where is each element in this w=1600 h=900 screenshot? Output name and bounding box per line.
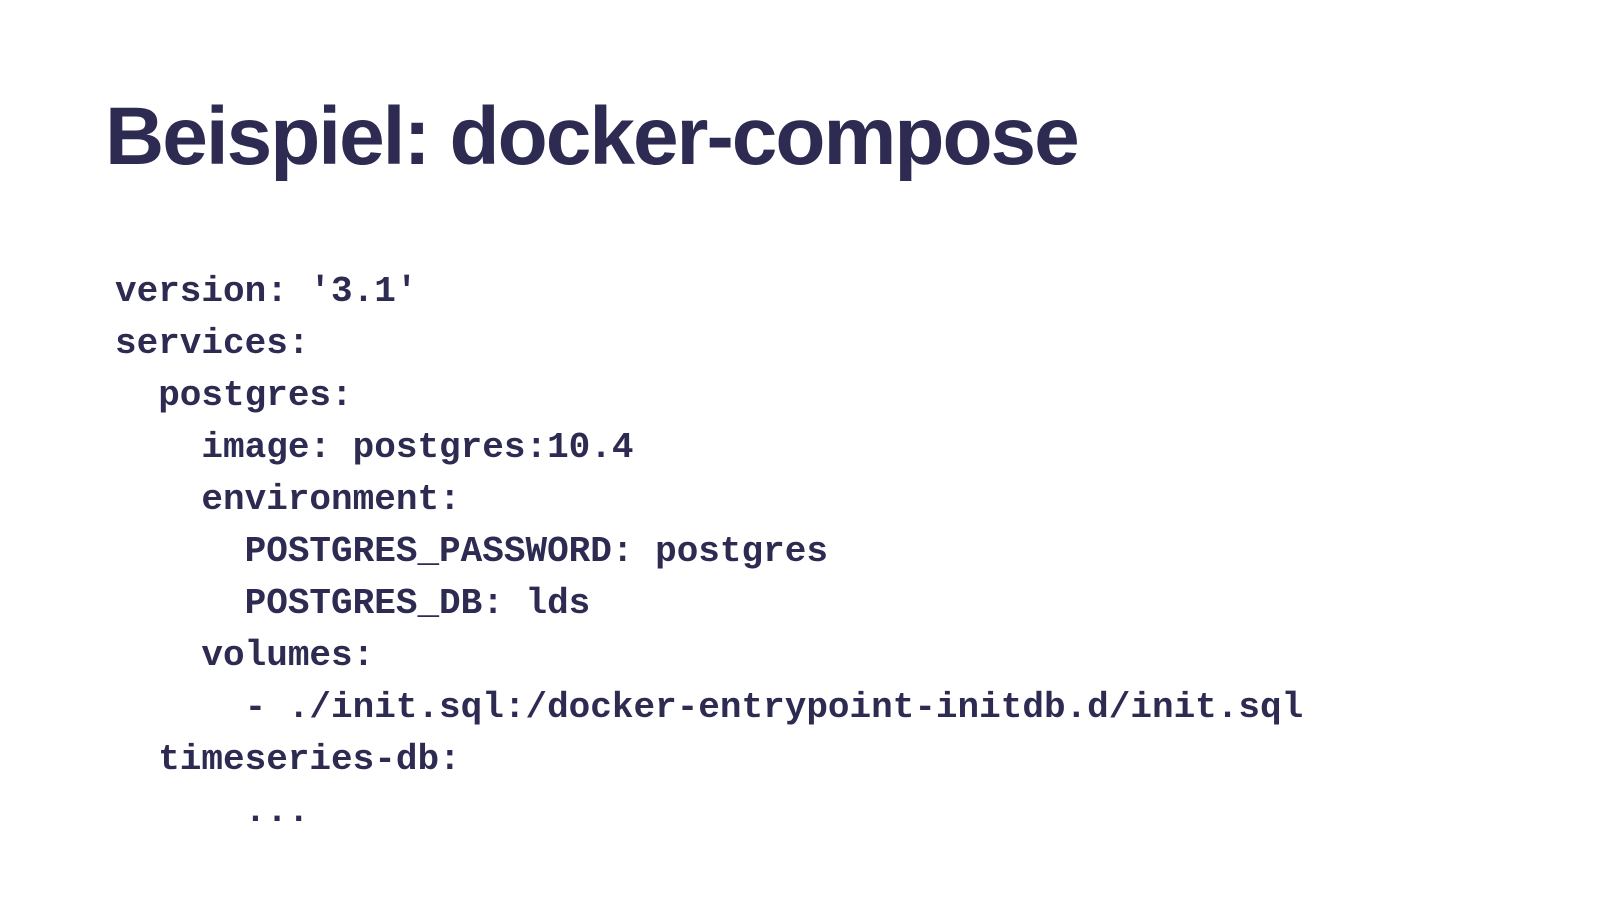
- code-line-postgres-password: POSTGRES_PASSWORD: postgres: [115, 531, 828, 572]
- code-line-version: version: '3.1': [115, 271, 418, 312]
- code-line-volume-mapping: - ./init.sql:/docker-entrypoint-initdb.d…: [115, 687, 1304, 728]
- slide-title: Beispiel: docker-compose: [105, 91, 1080, 182]
- code-line-postgres: postgres:: [115, 375, 353, 416]
- code-line-environment: environment:: [115, 479, 461, 520]
- code-line-volumes: volumes:: [115, 635, 375, 676]
- code-line-ellipsis: ...: [115, 791, 310, 832]
- code-block: version: '3.1' services: postgres: image…: [115, 266, 1303, 838]
- code-line-services: services:: [115, 323, 310, 364]
- code-line-timeseries-db: timeseries-db:: [115, 739, 461, 780]
- code-line-postgres-db: POSTGRES_DB: lds: [115, 583, 591, 624]
- code-line-image: image: postgres:10.4: [115, 427, 634, 468]
